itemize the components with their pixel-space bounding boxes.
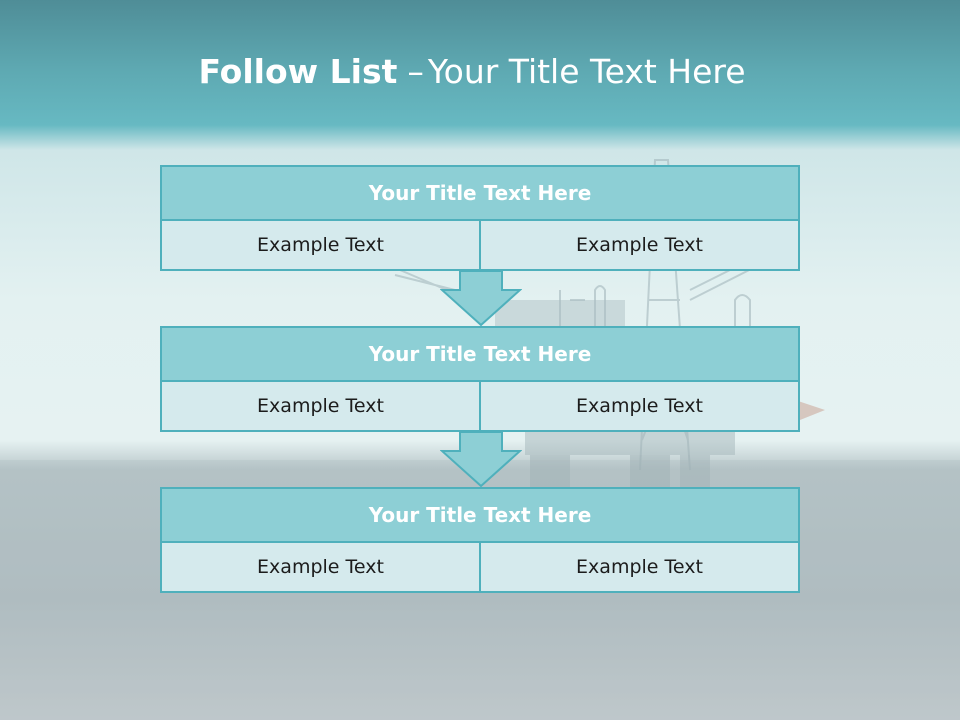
block-row: Example Text Example Text: [160, 543, 800, 593]
down-arrow-icon: [440, 431, 522, 487]
block-left-text: Example Text: [160, 221, 481, 271]
list-block-2: Your Title Text Here Example Text Exampl…: [160, 326, 800, 432]
block-right-text: Example Text: [481, 382, 800, 432]
block-row: Example Text Example Text: [160, 221, 800, 271]
block-row: Example Text Example Text: [160, 382, 800, 432]
block-title: Your Title Text Here: [160, 165, 800, 221]
slide-title: Follow List–Your Title Text Here: [0, 52, 944, 91]
list-block-3: Your Title Text Here Example Text Exampl…: [160, 487, 800, 593]
block-right-text: Example Text: [481, 221, 800, 271]
block-right-text: Example Text: [481, 543, 800, 593]
down-arrow-icon: [440, 270, 522, 326]
title-bold-part: Follow List: [198, 52, 398, 91]
title-rest-part: Your Title Text Here: [427, 52, 746, 91]
block-title: Your Title Text Here: [160, 487, 800, 543]
block-title: Your Title Text Here: [160, 326, 800, 382]
title-separator: –: [407, 52, 424, 91]
block-left-text: Example Text: [160, 382, 481, 432]
block-left-text: Example Text: [160, 543, 481, 593]
list-block-1: Your Title Text Here Example Text Exampl…: [160, 165, 800, 271]
